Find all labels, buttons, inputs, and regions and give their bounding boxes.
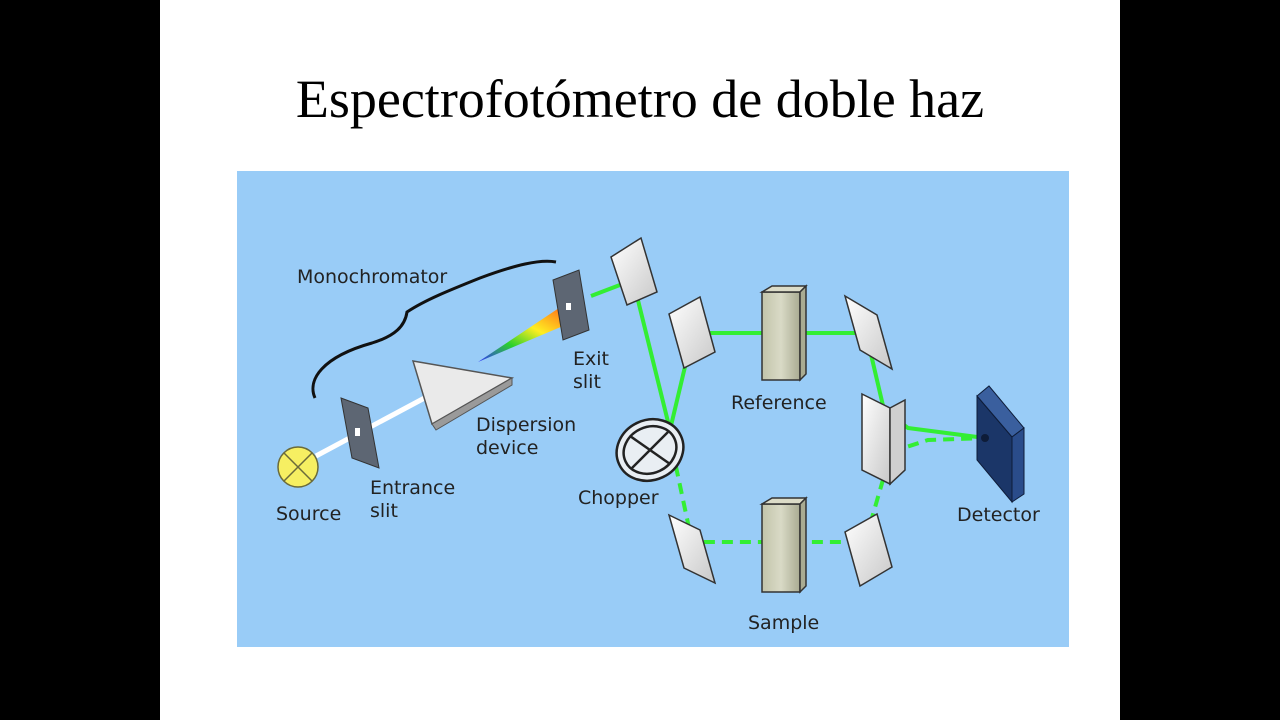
exit-slit-icon: [552, 269, 590, 341]
label-detector: Detector: [957, 504, 1040, 526]
spectrum-fan: [478, 302, 582, 362]
mirror-lower-left-icon: [667, 513, 717, 585]
label-entrance-line2: slit: [370, 500, 398, 522]
label-entrance-line1: Entrance: [370, 477, 455, 499]
detector-icon: [976, 385, 1025, 504]
double-beam-spectrophotometer-diagram: Monochromator Exit slit Dispersion devic…: [237, 171, 1069, 647]
chopper-icon: [615, 417, 685, 483]
reference-cuvette-icon: [759, 284, 808, 382]
beam-combiner-mirror-icon: [861, 392, 906, 486]
mirror-upper-left-icon: [668, 295, 716, 370]
white-light-beam: [314, 391, 434, 459]
label-monochromator: Monochromator: [297, 266, 447, 288]
monochromator-brace: [311, 259, 557, 399]
slide-title: Espectrofotómetro de doble haz: [295, 69, 985, 129]
source-lamp-icon: [277, 446, 319, 488]
mirror-lower-right-icon: [844, 512, 893, 588]
label-exit-slit-line2: slit: [573, 371, 601, 393]
label-sample: Sample: [748, 612, 819, 634]
label-source: Source: [276, 503, 341, 525]
mirror-top-icon: [610, 236, 658, 307]
dispersion-prism-icon: [411, 360, 515, 431]
label-dispersion-line1: Dispersion: [476, 414, 576, 436]
label-dispersion-line2: device: [476, 437, 538, 459]
label-chopper: Chopper: [578, 487, 659, 509]
sample-cuvette-icon: [759, 496, 808, 594]
label-exit-slit-line1: Exit: [573, 348, 609, 370]
diagram-background: [237, 171, 1069, 647]
entrance-slit-icon: [340, 397, 380, 469]
mirror-upper-right-icon: [843, 294, 894, 371]
label-reference: Reference: [731, 392, 827, 414]
